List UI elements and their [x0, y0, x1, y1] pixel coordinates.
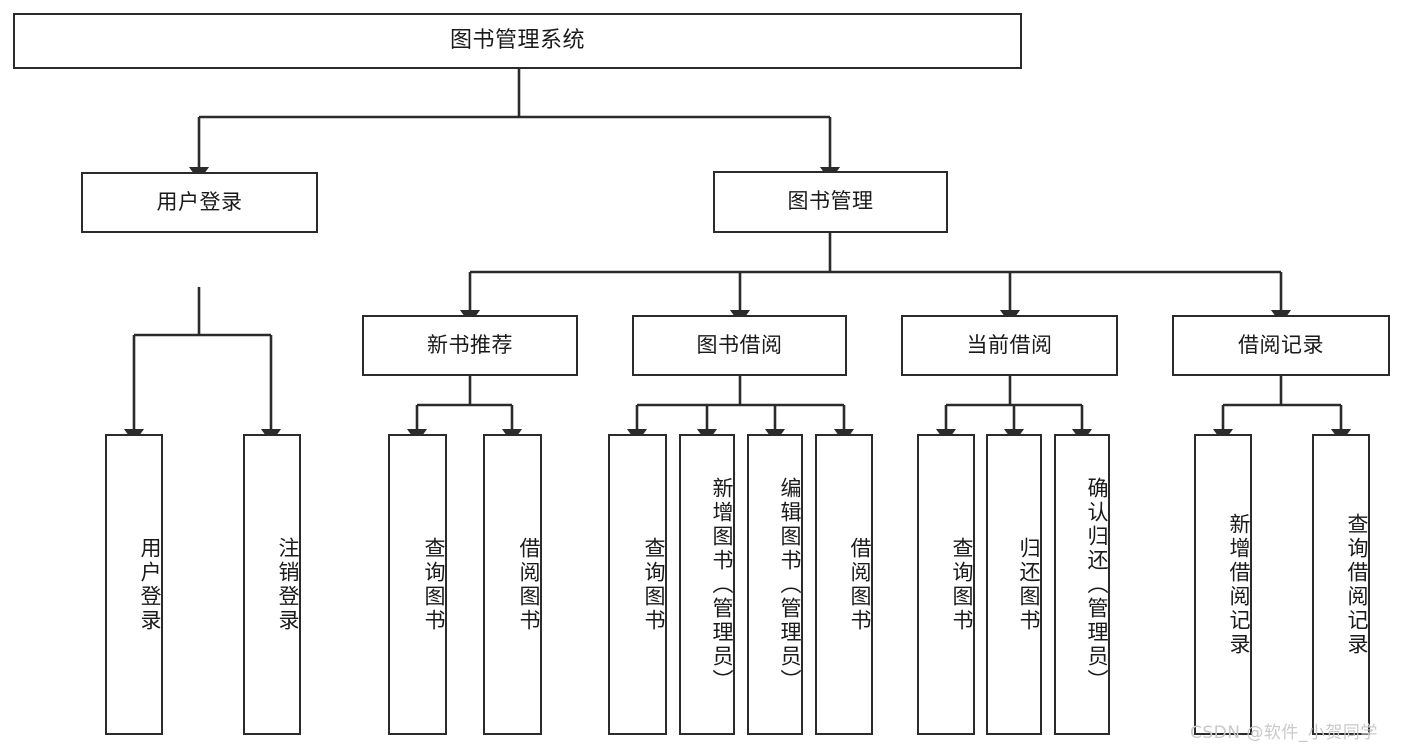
node-leaf-query-record-label: 查询借阅记录	[1345, 512, 1369, 657]
node-leaf-add-book-label: 新增图书（管理员）	[710, 476, 734, 693]
node-new-book-rec-label: 新书推荐	[427, 332, 513, 357]
node-leaf-query-record[interactable]: 查询借阅记录	[1312, 434, 1370, 735]
node-leaf-borrow-book-2[interactable]: 借阅图书	[815, 434, 873, 735]
node-leaf-add-record-label: 新增借阅记录	[1227, 512, 1251, 657]
node-leaf-borrow-book-1[interactable]: 借阅图书	[483, 434, 542, 735]
node-leaf-query-book-1[interactable]: 查询图书	[388, 434, 447, 735]
node-leaf-query-book-3-label: 查询图书	[950, 536, 974, 633]
node-leaf-return-book-label: 归还图书	[1017, 536, 1041, 633]
node-leaf-query-book-2[interactable]: 查询图书	[608, 434, 667, 735]
node-leaf-edit-book[interactable]: 编辑图书（管理员）	[747, 434, 803, 735]
node-leaf-edit-book-label: 编辑图书（管理员）	[778, 476, 802, 693]
node-leaf-logout[interactable]: 注销登录	[243, 434, 301, 735]
node-root-label: 图书管理系统	[449, 27, 585, 53]
node-book-manage[interactable]: 图书管理	[713, 171, 948, 233]
node-leaf-confirm-return-label: 确认归还（管理员）	[1085, 476, 1109, 693]
node-borrow-record-label: 借阅记录	[1238, 332, 1324, 357]
node-book-borrow[interactable]: 图书借阅	[632, 315, 847, 376]
node-user-login[interactable]: 用户登录	[81, 172, 318, 233]
node-leaf-add-record[interactable]: 新增借阅记录	[1194, 434, 1252, 735]
node-root[interactable]: 图书管理系统	[13, 13, 1022, 69]
node-leaf-logout-label: 注销登录	[276, 536, 300, 633]
node-leaf-return-book[interactable]: 归还图书	[986, 434, 1042, 735]
node-leaf-confirm-return[interactable]: 确认归还（管理员）	[1054, 434, 1110, 735]
node-user-login-label: 用户登录	[156, 189, 243, 214]
node-leaf-user-login-label: 用户登录	[138, 536, 162, 633]
node-book-borrow-label: 图书借阅	[696, 332, 783, 357]
node-leaf-borrow-book-1-label: 借阅图书	[517, 536, 541, 633]
node-leaf-query-book-1-label: 查询图书	[422, 536, 446, 633]
node-leaf-user-login[interactable]: 用户登录	[105, 434, 163, 735]
node-book-manage-label: 图书管理	[787, 189, 874, 214]
node-current-borrow[interactable]: 当前借阅	[901, 315, 1118, 376]
node-new-book-rec[interactable]: 新书推荐	[362, 315, 578, 376]
node-leaf-query-book-2-label: 查询图书	[642, 536, 666, 633]
node-borrow-record[interactable]: 借阅记录	[1172, 315, 1390, 376]
node-leaf-query-book-3[interactable]: 查询图书	[917, 434, 975, 735]
node-leaf-add-book[interactable]: 新增图书（管理员）	[679, 434, 735, 735]
node-leaf-borrow-book-2-label: 借阅图书	[848, 536, 872, 633]
node-current-borrow-label: 当前借阅	[966, 332, 1053, 357]
